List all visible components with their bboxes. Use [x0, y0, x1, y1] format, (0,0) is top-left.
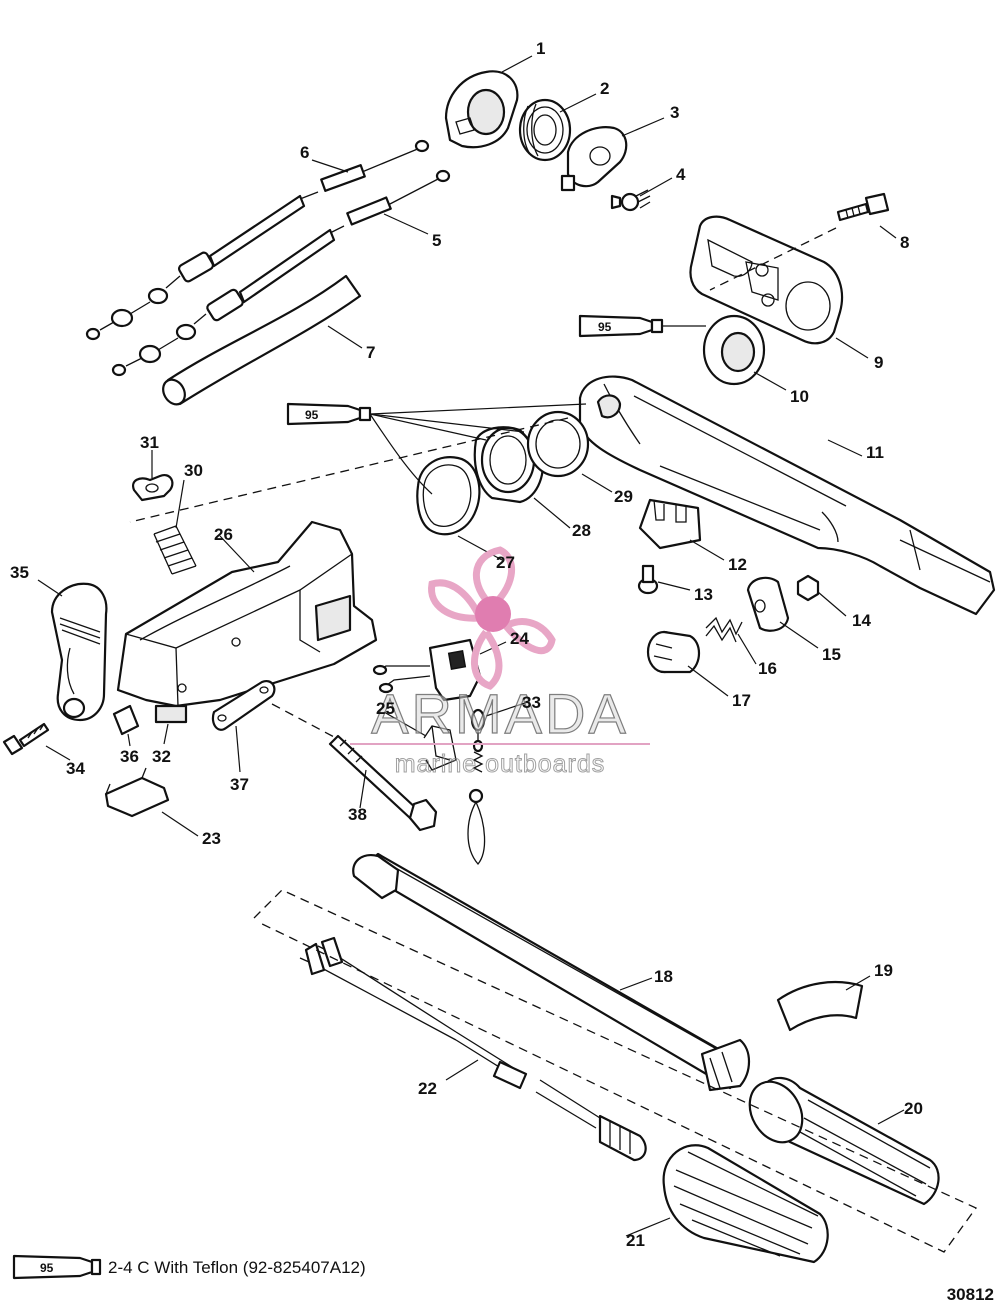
part-21-grip-cover	[662, 1144, 829, 1264]
callout-32: 32	[152, 747, 171, 766]
part-10-ring	[702, 314, 766, 386]
part-30-spring	[153, 525, 197, 575]
part-16-spring	[705, 616, 743, 643]
part-24-stop-switch	[372, 638, 482, 702]
callout-14: 14	[852, 611, 871, 630]
part-32-pad	[154, 704, 188, 724]
legend-text: 2-4 C With Teflon (92-825407A12)	[108, 1258, 366, 1277]
callout-19: 19	[874, 961, 893, 980]
propeller-hub	[475, 596, 511, 632]
part-1-cam	[444, 70, 519, 149]
part-28-bushing	[473, 426, 544, 504]
part-11-tiller-arm	[578, 375, 996, 616]
figure-number: 30812	[947, 1285, 994, 1304]
tube-label-upper: 95	[598, 320, 612, 334]
sealant-tube-upper: 95	[578, 314, 706, 338]
part-17-knob	[646, 630, 701, 674]
callout-numbers: 1 2 3 4 5 6 7 8 9 10 11 12 13 14 15 16 1…	[10, 39, 923, 1250]
armada-watermark: ARMADA marine outboards	[350, 546, 650, 779]
part-19-retainer	[776, 980, 864, 1032]
part-12-bracket	[638, 498, 702, 550]
legend: 95 2-4 C With Teflon (92-825407A12)	[12, 1254, 366, 1280]
callout-35: 35	[10, 563, 29, 582]
callout-30: 30	[184, 461, 203, 480]
callout-26: 26	[214, 525, 233, 544]
callout-20: 20	[904, 1099, 923, 1118]
callout-36: 36	[120, 747, 139, 766]
part-6-cable	[85, 139, 430, 341]
part-2-pulley	[518, 98, 572, 162]
propeller-blade-top	[473, 546, 515, 609]
callout-33: 33	[522, 693, 541, 712]
part-35-lever	[50, 582, 108, 722]
callout-23: 23	[202, 829, 221, 848]
part-5-cable	[111, 169, 451, 377]
part-20-grip	[748, 1076, 940, 1206]
callout-18: 18	[654, 967, 673, 986]
callout-31: 31	[140, 433, 159, 452]
callout-21: 21	[626, 1231, 645, 1250]
sealant-tube-lower: 95	[286, 402, 587, 495]
part-18-shaft	[352, 852, 751, 1092]
callout-22: 22	[418, 1079, 437, 1098]
part-31-wing-nut	[132, 474, 174, 502]
part-22-wiring	[299, 936, 647, 1162]
part-4-screw	[610, 189, 651, 212]
callout-34: 34	[66, 759, 85, 778]
callout-10: 10	[790, 387, 809, 406]
part-23-clip	[104, 767, 170, 818]
callout-3: 3	[670, 103, 679, 122]
callout-8: 8	[900, 233, 909, 252]
part-27-seal	[416, 456, 481, 536]
part-14-nut	[796, 574, 820, 602]
callout-27: 27	[496, 553, 515, 572]
part-38-bolt	[328, 734, 438, 832]
part-8-bolt	[836, 192, 890, 222]
leader-lines	[37, 55, 905, 1237]
part-7-hose	[162, 274, 362, 406]
callout-15: 15	[822, 645, 841, 664]
legend-tube-label: 95	[40, 1261, 54, 1275]
callout-16: 16	[758, 659, 777, 678]
callout-17: 17	[732, 691, 751, 710]
part-37-strap	[211, 680, 276, 731]
callout-5: 5	[432, 231, 441, 250]
callout-4: 4	[676, 165, 686, 184]
callout-38: 38	[348, 805, 367, 824]
callout-1: 1	[536, 39, 545, 58]
part-15-clamp	[746, 576, 790, 632]
callout-11: 11	[866, 443, 884, 462]
tube-label-lower: 95	[305, 408, 319, 422]
part-29-ring	[526, 410, 590, 478]
propeller-blade-right	[503, 618, 556, 655]
callout-7: 7	[366, 343, 375, 362]
callout-6: 6	[300, 143, 309, 162]
part-26-swivel-bracket	[116, 520, 378, 708]
part-36-sleeve	[112, 704, 140, 736]
callout-9: 9	[874, 353, 883, 372]
callout-2: 2	[600, 79, 609, 98]
callout-24: 24	[510, 629, 529, 648]
watermark-tagline: marine outboards	[395, 750, 606, 778]
callout-37: 37	[230, 775, 249, 794]
assembly-dashed-lines	[129, 227, 977, 1253]
part-34-bolt	[2, 722, 50, 756]
callout-25: 25	[376, 699, 395, 718]
part-3-plate	[560, 126, 628, 192]
propeller-blade-left	[428, 579, 484, 622]
propeller-blade-bottom	[471, 629, 503, 690]
callout-28: 28	[572, 521, 591, 540]
part-13-screw	[637, 564, 659, 595]
callout-13: 13	[694, 585, 713, 604]
callout-12: 12	[728, 555, 747, 574]
propeller-logo	[428, 546, 556, 690]
callout-29: 29	[614, 487, 633, 506]
watermark-brand: ARMADA	[371, 682, 629, 745]
